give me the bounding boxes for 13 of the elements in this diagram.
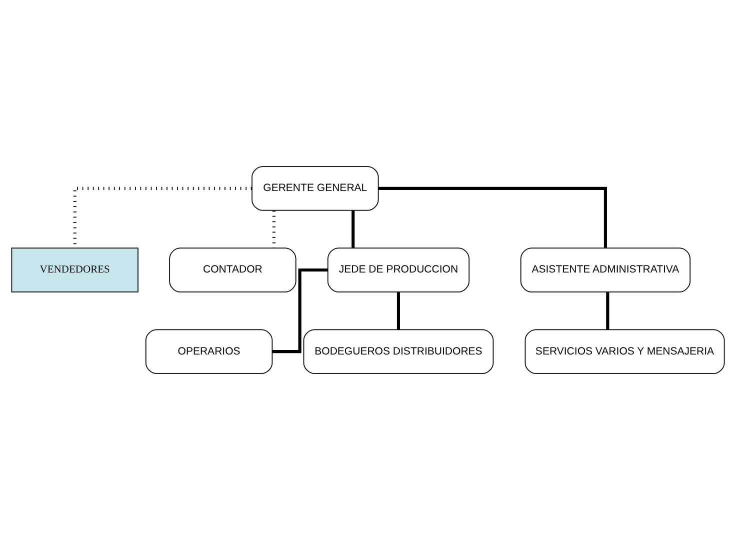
node-box: SERVICIOS VARIOS Y MENSAJERIA <box>524 329 725 374</box>
node-box: BODEGUEROS DISTRIBUIDORES <box>303 329 494 374</box>
connector <box>352 210 355 248</box>
node-box: GERENTE GENERAL <box>252 166 379 211</box>
connector <box>378 186 607 248</box>
connector <box>272 268 328 354</box>
node-box: VENDEDORES <box>11 248 138 292</box>
node-box: CONTADOR <box>169 248 296 292</box>
connector <box>396 292 400 330</box>
node-box: JEDE DE PRODUCCION <box>327 248 470 292</box>
node-box: ASISTENTE ADMINISTRATIVA <box>520 248 691 292</box>
connector <box>606 292 610 330</box>
node-box: OPERARIOS <box>145 329 273 374</box>
